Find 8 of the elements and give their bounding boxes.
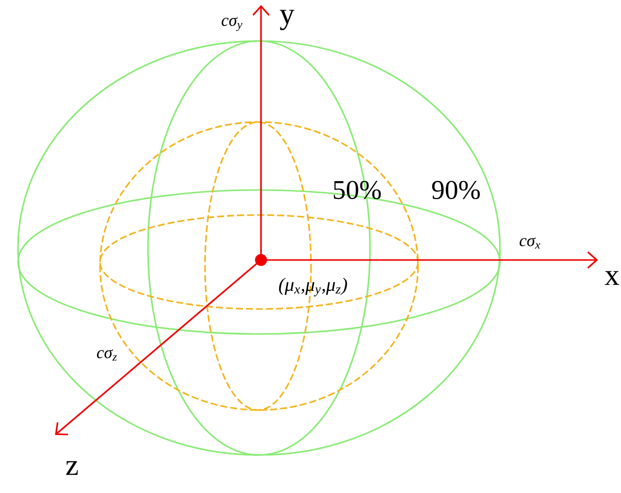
axis-label: x	[604, 271, 620, 285]
axis-label: 90%	[432, 180, 480, 200]
axis-label: y	[280, 10, 294, 30]
axis-label: cσ$_{z}$	[97, 349, 117, 361]
axis-label: 50%	[334, 180, 381, 200]
axis-label: z	[66, 461, 78, 475]
axis-label: cσ$_{x}$	[520, 237, 540, 249]
axis-label: cσ$_{y}$	[222, 17, 242, 31]
